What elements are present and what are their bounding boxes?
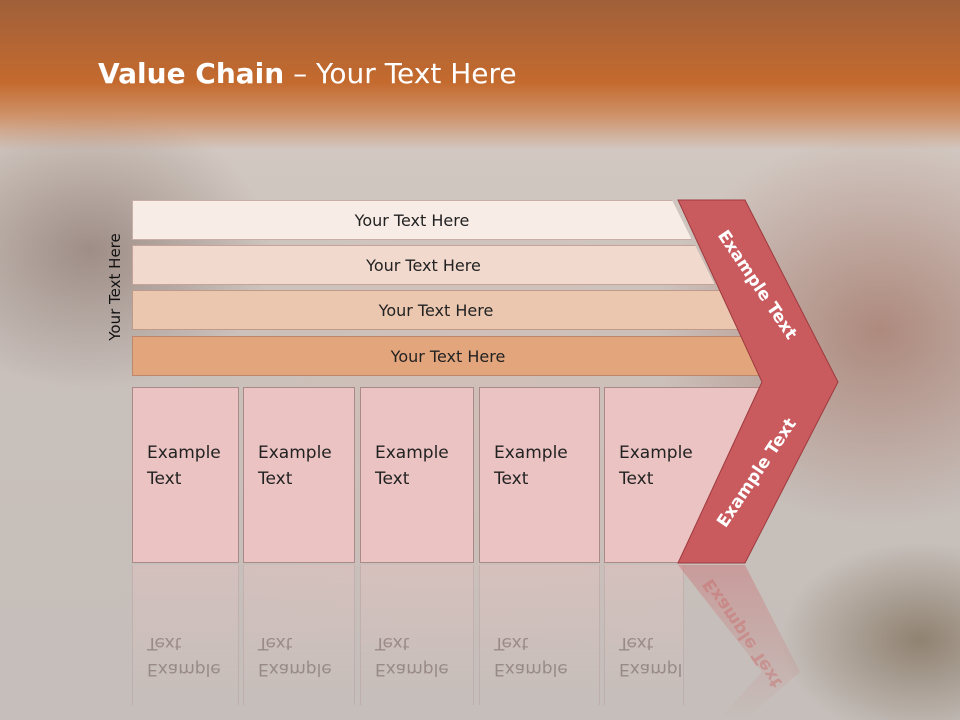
cell-line1: Example	[258, 443, 332, 463]
title-banner	[0, 0, 960, 150]
slide-title: Value Chain – Your Text Here	[98, 56, 517, 92]
cell-line2: Text	[619, 469, 654, 489]
row-bar-2: Your Text Here	[132, 245, 715, 285]
row-bar-4: Your Text Here	[132, 336, 764, 376]
cell-line1: Example	[375, 443, 449, 463]
row-bar-3: Your Text Here	[132, 290, 740, 330]
row-bar-label: Your Text Here	[354, 210, 470, 230]
cell-line2: Text	[494, 469, 529, 489]
cell-line1: Example	[619, 443, 693, 463]
row-bar-label: Your Text Here	[378, 300, 494, 320]
title-bold: Value Chain	[98, 57, 285, 90]
row-bar-label: Your Text Here	[390, 346, 506, 366]
cell-line1: Example	[147, 443, 221, 463]
row-bar-1: Your Text Here	[132, 200, 692, 240]
side-label: Your Text Here	[106, 233, 124, 341]
cell-line2: Text	[258, 469, 293, 489]
cell-line2: Text	[375, 469, 410, 489]
title-rest: – Your Text Here	[284, 57, 517, 90]
cell-line2: Text	[147, 469, 182, 489]
cell-line1: Example	[494, 443, 568, 463]
row-bar-label: Your Text Here	[366, 255, 481, 275]
